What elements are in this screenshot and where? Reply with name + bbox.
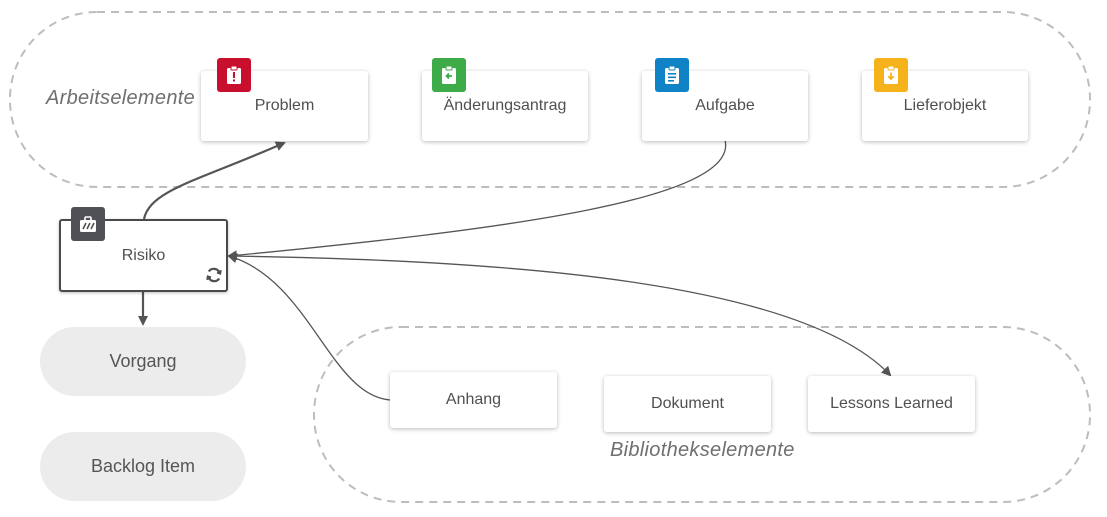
library-items-group-label: Bibliothekselemente [610, 439, 795, 461]
refresh-icon[interactable] [204, 265, 224, 285]
library-item-label: Anhang [445, 391, 502, 408]
connector-risk-to-lessons-learned [228, 255, 892, 377]
work-item-label: Aufgabe [695, 97, 755, 114]
connector-risk-to-problem [142, 141, 286, 220]
library-item-label: Lessons Learned [830, 395, 953, 412]
library-item-document[interactable]: Dokument [604, 376, 771, 432]
alert-clipboard-icon [217, 58, 251, 92]
work-item-label: Problem [254, 97, 315, 114]
work-item-label: Änderungsantrag [443, 97, 567, 114]
deliverable-clipboard-icon [874, 58, 908, 92]
task-clipboard-icon [655, 58, 689, 92]
library-item-lessons-learned[interactable]: Lessons Learned [808, 376, 975, 432]
work-item-label: Lieferobjekt [903, 97, 987, 114]
work-item-deliverable[interactable]: Lieferobjekt [862, 71, 1028, 141]
change-request-icon [432, 58, 466, 92]
container-label: Backlog Item [90, 456, 196, 476]
library-items-group-outline [313, 326, 1091, 503]
risk-label: Risiko [121, 246, 166, 264]
connector-task-to-risk [227, 139, 727, 261]
library-item-attachment[interactable]: Anhang [390, 372, 557, 428]
container-label: Vorgang [109, 351, 177, 371]
connector-attachment-to-risk [227, 253, 391, 401]
container-backlog-item[interactable]: Backlog Item [40, 432, 246, 501]
library-item-label: Dokument [651, 395, 724, 412]
risk-briefcase-icon [71, 207, 105, 241]
work-items-group-label: Arbeitselemente [46, 87, 196, 109]
container-vorgang[interactable]: Vorgang [40, 327, 246, 396]
work-items-group-outline [9, 11, 1091, 188]
